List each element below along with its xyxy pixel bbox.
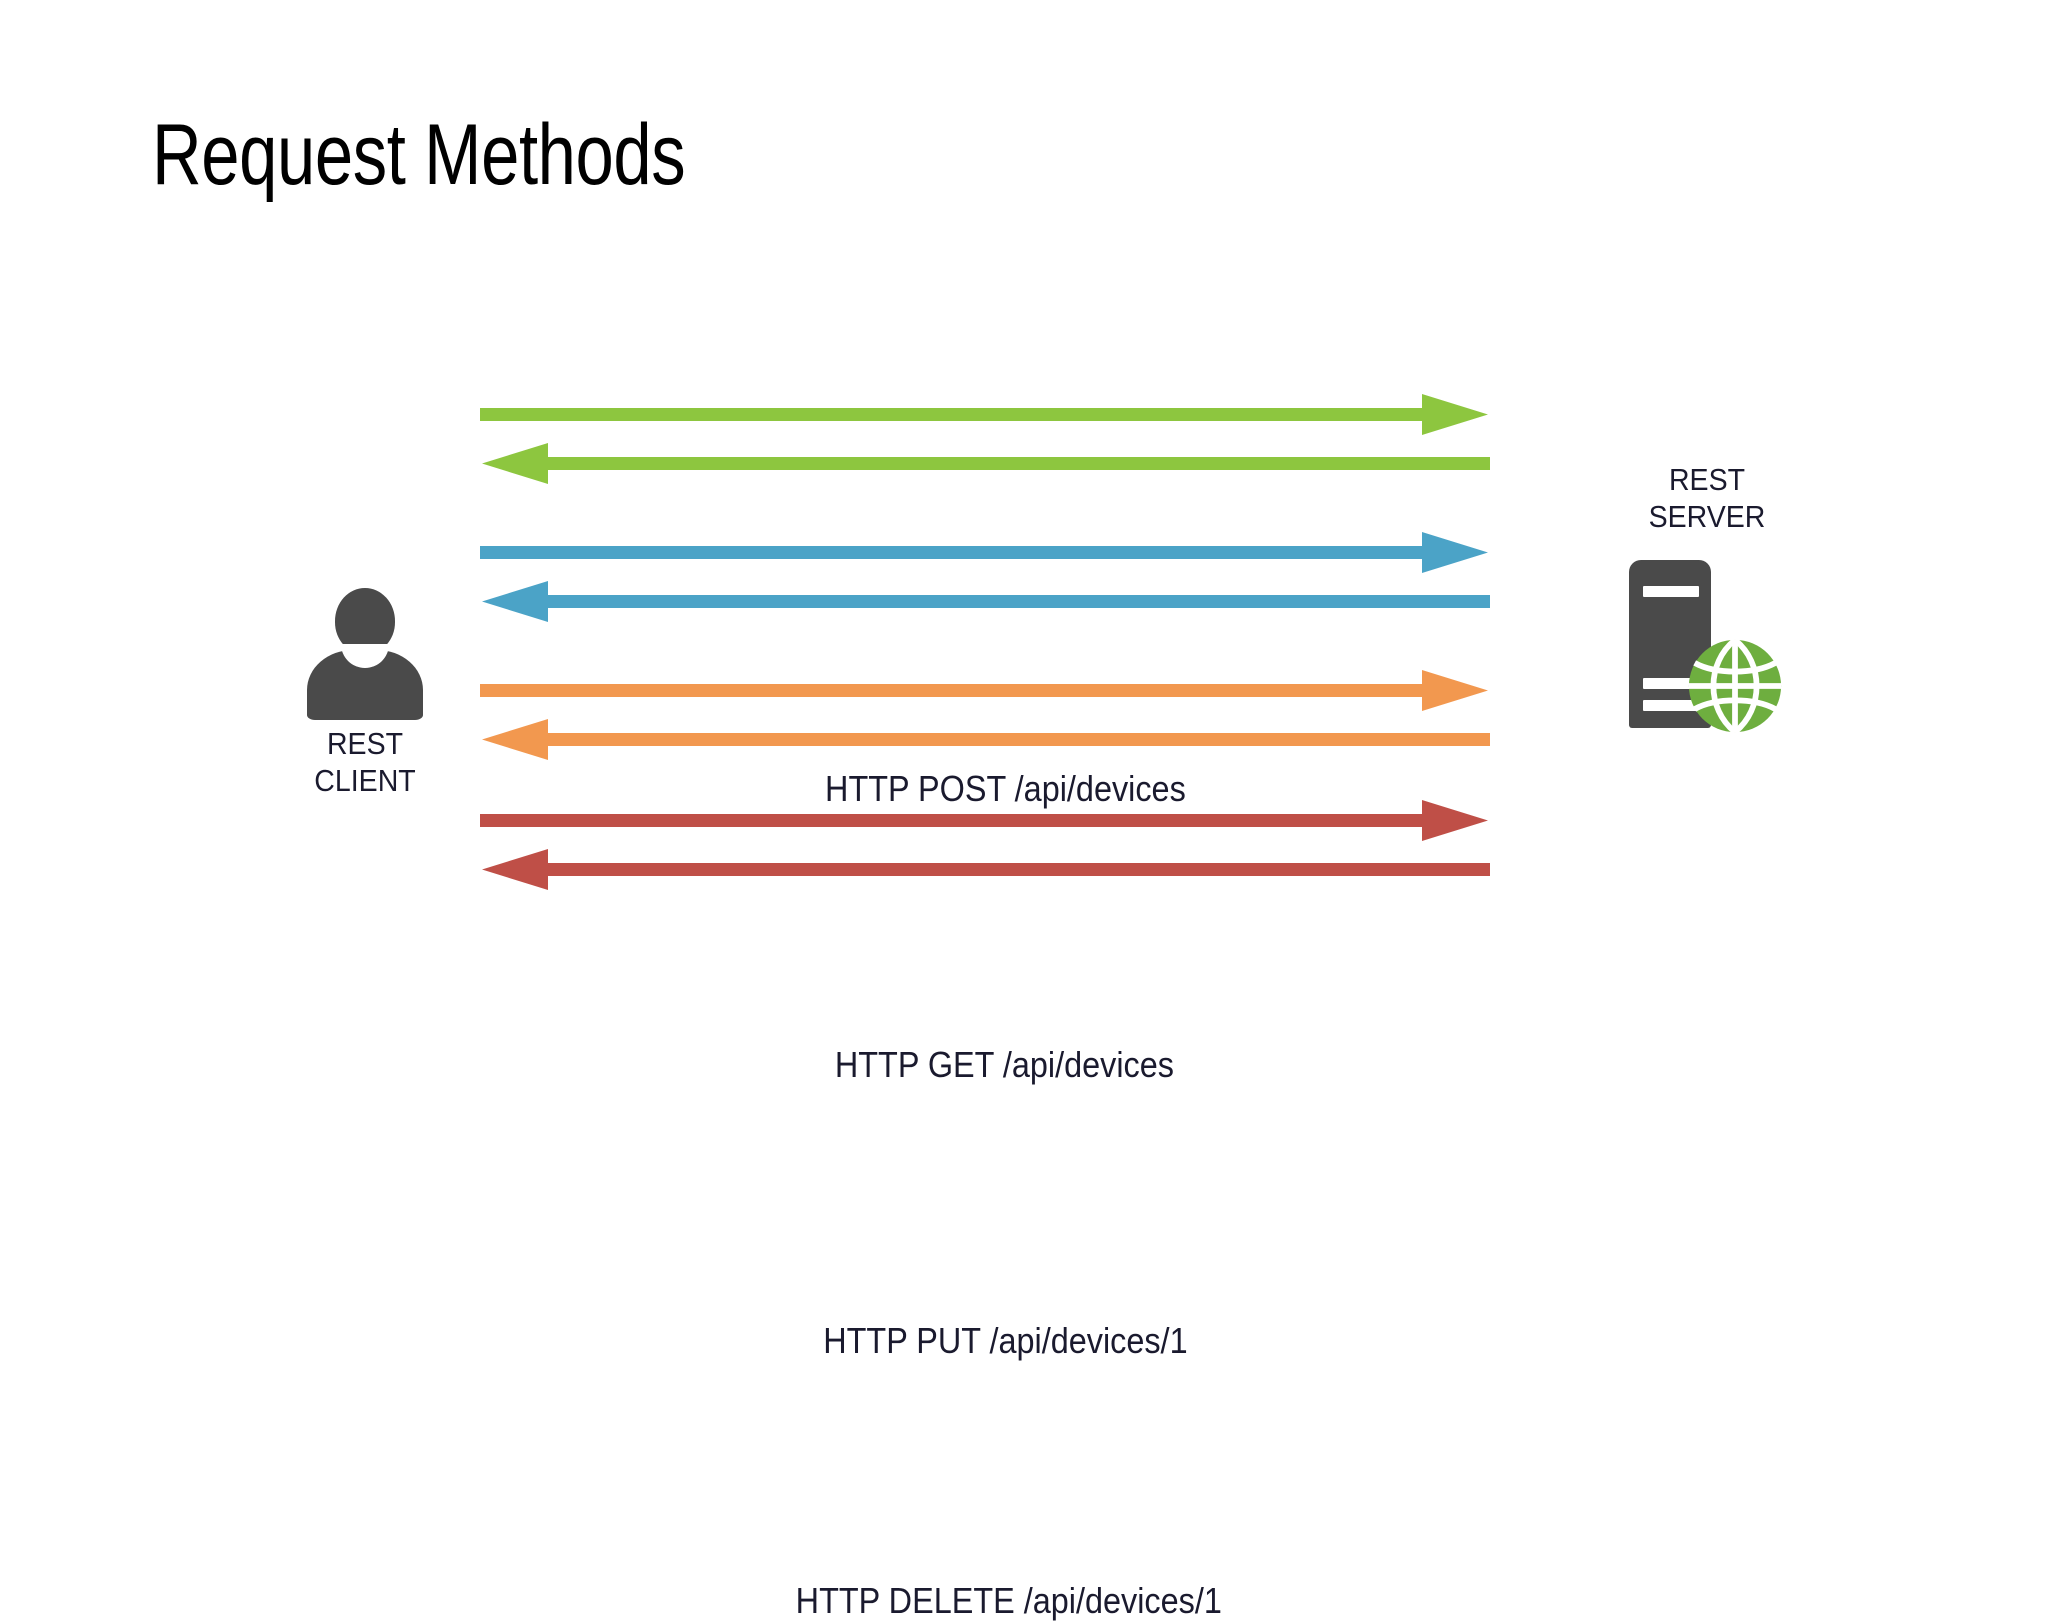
rest-server-label-line2: SERVER <box>1648 498 1766 534</box>
arrow-pair-post <box>480 394 1490 484</box>
globe-icon <box>1688 638 1782 734</box>
request-arrow-delete <box>480 800 1488 841</box>
arrow-pair-delete <box>480 800 1490 890</box>
person-head-shape <box>335 588 395 654</box>
person-icon <box>301 588 429 720</box>
server-slot-middle <box>1643 678 1699 689</box>
arrow-pair-put <box>480 670 1490 760</box>
page-title: Request Methods <box>152 107 686 203</box>
server-slot-top <box>1643 586 1699 597</box>
arrow-pair-get <box>480 532 1490 622</box>
response-arrow-delete <box>482 849 1490 890</box>
server-globe-icon <box>1629 560 1789 740</box>
request-arrow-post <box>480 394 1488 435</box>
message-label-delete: HTTP DELETE /api/devices/1 <box>793 1580 1224 1622</box>
message-label-post: HTTP POST /api/devices <box>823 768 1188 810</box>
response-arrow-get <box>482 581 1490 622</box>
rest-server-actor: REST SERVER <box>1607 462 1807 762</box>
request-arrow-put <box>480 670 1488 711</box>
rest-client-label-line2: CLIENT <box>314 762 416 798</box>
rest-request-methods-diagram: REST CLIENT REST SERVER <box>280 394 1807 1622</box>
response-arrow-post <box>482 443 1490 484</box>
rest-client-label: REST CLIENT <box>287 726 443 799</box>
rest-server-label: REST SERVER <box>1615 462 1799 535</box>
server-slot-bottom <box>1643 700 1699 711</box>
request-arrow-get <box>480 532 1488 573</box>
message-label-get: HTTP GET /api/devices <box>832 1044 1176 1086</box>
message-label-put: HTTP PUT /api/devices/1 <box>821 1320 1190 1362</box>
rest-client-actor: REST CLIENT <box>280 588 450 823</box>
rest-server-label-line1: REST <box>1668 462 1746 497</box>
rest-client-label-line1: REST <box>326 726 404 761</box>
response-arrow-put <box>482 719 1490 760</box>
